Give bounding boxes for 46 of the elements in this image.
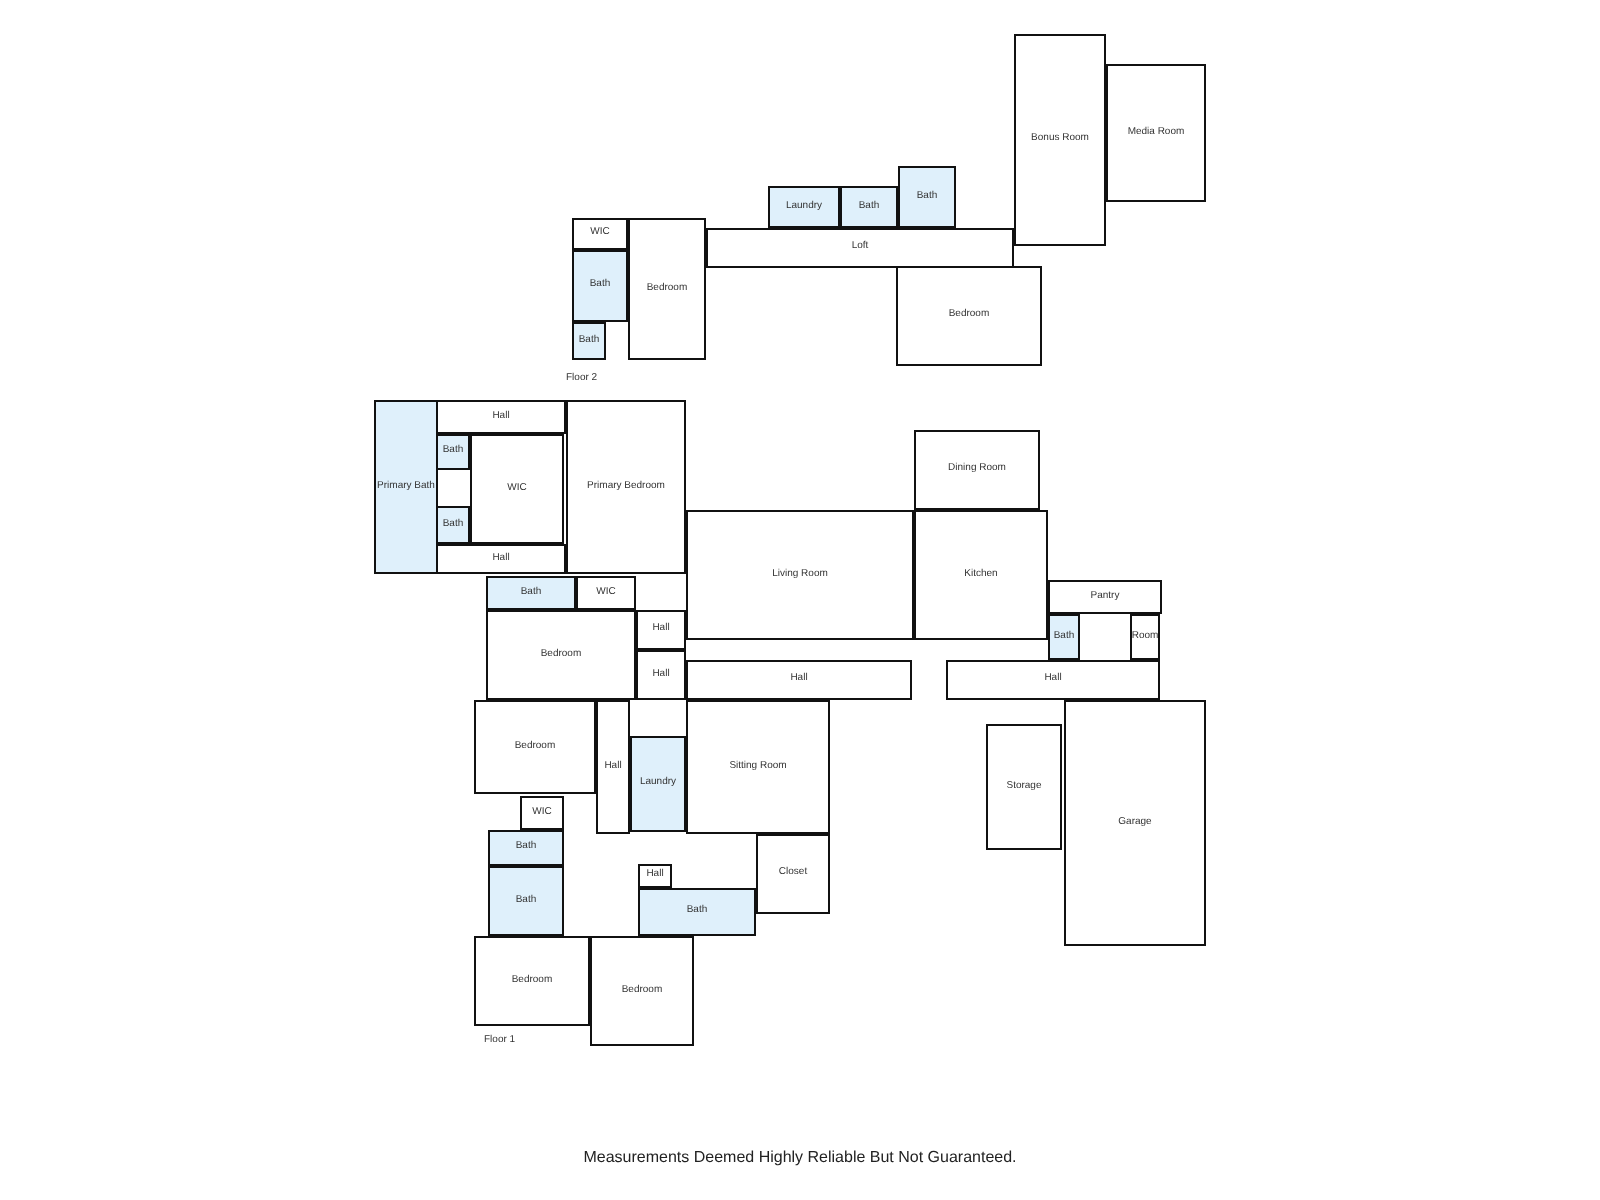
room-outline xyxy=(636,610,686,650)
room-outline xyxy=(686,510,914,640)
room-outline xyxy=(436,544,566,574)
room-outline xyxy=(596,700,630,834)
room-outline xyxy=(638,888,756,936)
room-outline xyxy=(572,250,628,322)
room-outline xyxy=(474,700,596,794)
room-outline xyxy=(1048,614,1080,660)
room-outline xyxy=(436,506,470,544)
room-outline xyxy=(488,830,564,866)
room-outline xyxy=(756,834,830,914)
room-outline xyxy=(638,864,672,888)
room-outline xyxy=(572,322,606,360)
room-outline xyxy=(1064,700,1206,946)
room-outline xyxy=(520,796,564,830)
room-outline xyxy=(898,166,956,228)
room-outline xyxy=(914,430,1040,510)
room-outline xyxy=(914,510,1048,640)
room-outline xyxy=(576,576,636,610)
room-outline xyxy=(374,400,438,574)
room-outline xyxy=(630,736,686,832)
room-outline xyxy=(436,400,566,434)
room-outline xyxy=(572,218,628,250)
room-outline xyxy=(686,700,830,834)
room-outline xyxy=(436,434,470,470)
room-outline xyxy=(486,576,576,610)
room-outline xyxy=(896,266,1042,366)
room-outline xyxy=(470,434,564,544)
room-outline xyxy=(566,400,686,574)
room-outline xyxy=(1106,64,1206,202)
room-outline xyxy=(590,936,694,1046)
room-outline xyxy=(636,650,686,700)
room-outline xyxy=(1048,580,1162,614)
room-outline xyxy=(628,218,706,360)
room-outline xyxy=(1130,614,1160,660)
room-outline xyxy=(488,866,564,936)
room-outline xyxy=(686,660,912,700)
caption: Measurements Deemed Highly Reliable But Not Guaranteed. xyxy=(581,1148,1019,1166)
room-outline xyxy=(1014,34,1106,246)
room-outline xyxy=(986,724,1062,850)
room-outline xyxy=(946,660,1160,700)
room-outline xyxy=(706,228,1014,268)
room-outline xyxy=(768,186,840,228)
room-outline xyxy=(840,186,898,228)
room-outline xyxy=(486,610,636,700)
room-outline xyxy=(474,936,590,1026)
